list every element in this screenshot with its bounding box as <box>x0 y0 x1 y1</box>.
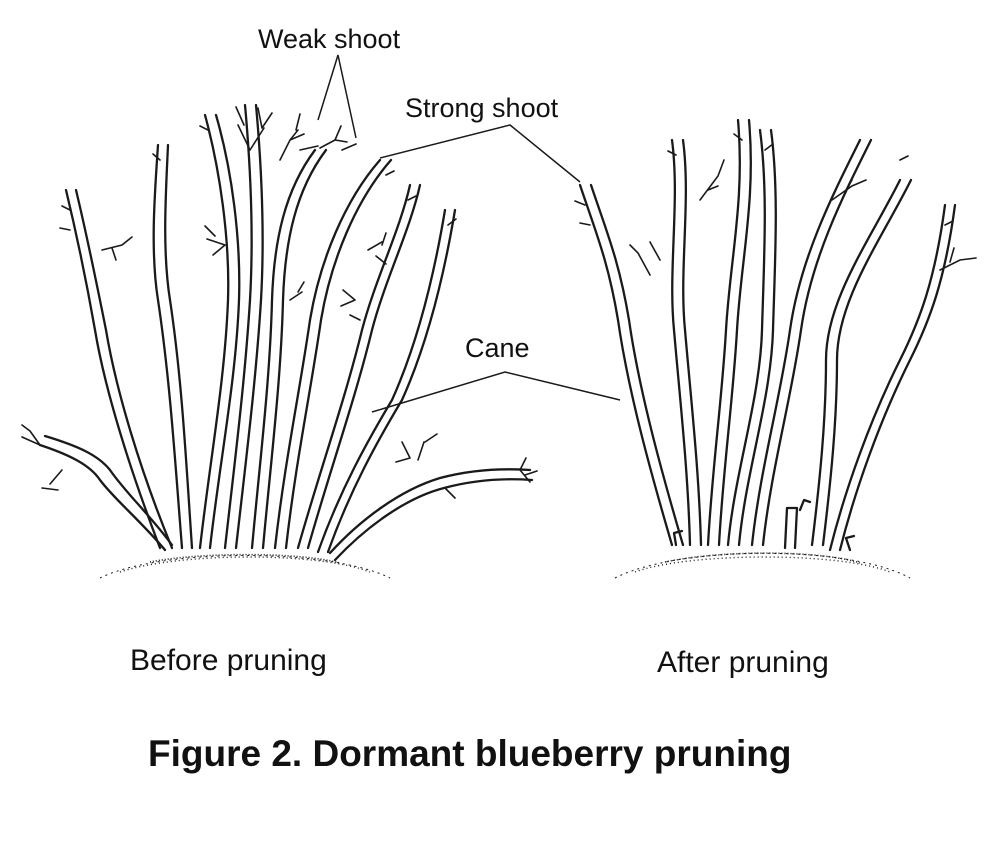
label-cane: Cane <box>465 333 530 363</box>
label-weak-shoot: Weak shoot <box>258 24 401 54</box>
callout-leaders <box>317 54 621 413</box>
caption-before-pruning: Before pruning <box>130 644 327 677</box>
soil-mound-after <box>614 552 911 579</box>
label-strong-shoot: Strong shoot <box>405 93 559 123</box>
bush-after-pruning <box>574 118 977 552</box>
bush-before-pruning <box>21 103 538 562</box>
figure-title: Figure 2. Dormant blueberry pruning <box>148 733 791 774</box>
caption-after-pruning: After pruning <box>657 646 829 679</box>
soil-mound-before <box>99 553 391 579</box>
